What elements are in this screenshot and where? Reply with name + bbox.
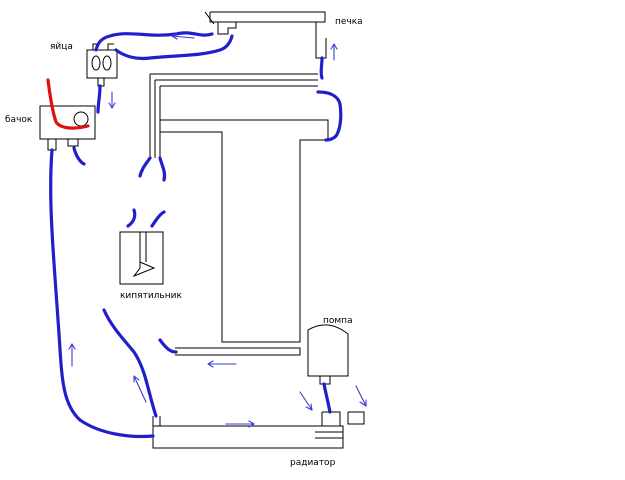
stove-unit [204,11,327,59]
arrow-eggs-down [108,91,116,109]
hose-heater-left [126,208,137,228]
label-radiator: радиатор [290,458,336,468]
hot-pipe [46,78,90,130]
arrow-stove-up [330,43,338,61]
hose-tank-right [72,146,86,166]
hose-pump-to-radiator [322,382,332,414]
hose-stove-to-eggs [94,31,214,52]
hose-jacket-drop-right [158,156,167,182]
water-pump [307,324,365,427]
hose-left-to-radiator [102,308,158,418]
arrow-top-left [171,32,195,40]
immersion-heater [119,231,164,285]
hose-stove-outlet [319,56,324,80]
engine-block [149,73,329,356]
arrow-pump-down-left [299,391,313,411]
hose-jacket-bottom [158,338,178,354]
label-eggs: яйца [50,42,73,52]
label-tank: бачок [5,115,33,125]
radiator [152,416,344,449]
hose-tank-to-radiator [49,148,155,439]
hose-jacket-drop-left [138,156,152,178]
hose-stove-feed [114,34,234,61]
coolant-hoses [49,31,343,439]
hose-jacket-to-stove [316,90,343,142]
label-stove: печка [335,17,363,27]
arrow-radiator [225,420,255,428]
label-heater: кипятильник [120,291,182,301]
flow-arrows [68,32,367,428]
arrow-pump-down-right [355,385,367,407]
arrow-left-up [68,343,76,367]
hose-heater-right [150,210,166,228]
arrow-diag-up [133,375,147,403]
label-pump: помпа [323,316,353,326]
eggs-container [86,43,118,87]
hose-eggs-down [96,84,102,114]
arrow-bottom-left [207,360,237,368]
